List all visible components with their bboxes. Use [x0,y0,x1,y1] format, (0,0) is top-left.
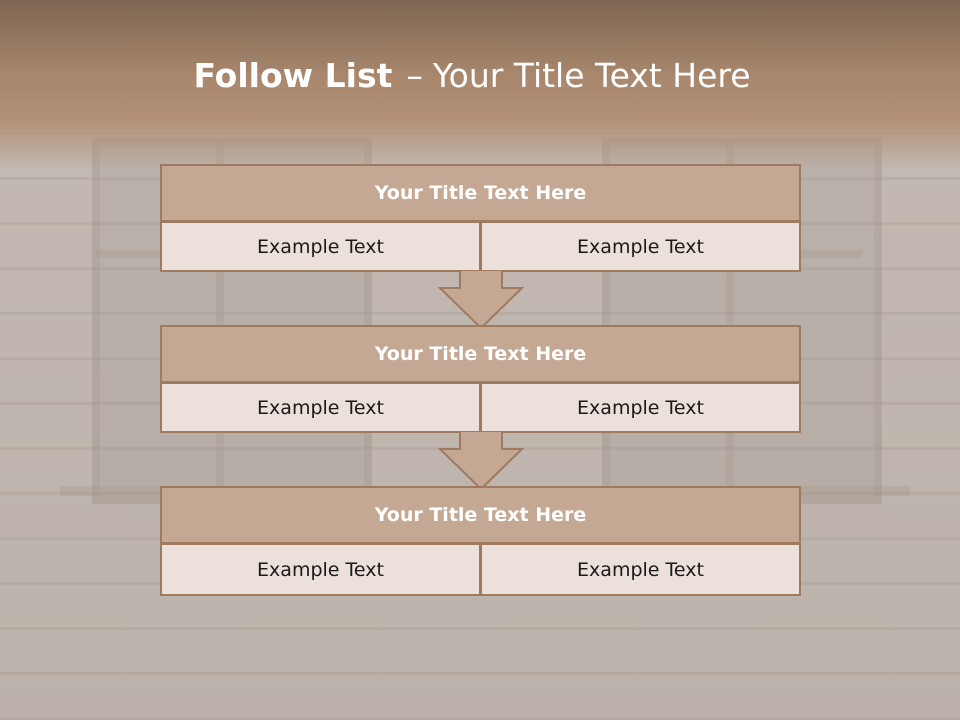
block-title: Your Title Text Here [160,164,801,222]
block-cell-right: Example Text [481,544,801,596]
block-cell-right: Example Text [481,383,801,433]
background-window-mullion [726,140,734,486]
background-window-mullion [216,140,224,486]
block-cell-left: Example Text [160,544,481,596]
down-arrow-icon [438,431,524,491]
block-cell-left: Example Text [160,222,481,272]
header-band [0,0,960,170]
slide-title: Follow List–Your Title Text Here [0,54,944,98]
list-block-1: Your Title Text Here Example Text Exampl… [160,164,801,272]
list-block-3: Your Title Text Here Example Text Exampl… [160,486,801,596]
slide-title-bold: Follow List [193,56,393,95]
down-arrow-icon [438,270,524,330]
block-title: Your Title Text Here [160,486,801,544]
block-row: Example Text Example Text [160,222,801,272]
block-row: Example Text Example Text [160,544,801,596]
block-title: Your Title Text Here [160,325,801,383]
slide-title-separator: – [406,56,423,95]
block-row: Example Text Example Text [160,383,801,433]
block-cell-left: Example Text [160,383,481,433]
list-block-2: Your Title Text Here Example Text Exampl… [160,325,801,433]
slide-title-rest: Your Title Text Here [432,56,751,95]
block-cell-right: Example Text [481,222,801,272]
